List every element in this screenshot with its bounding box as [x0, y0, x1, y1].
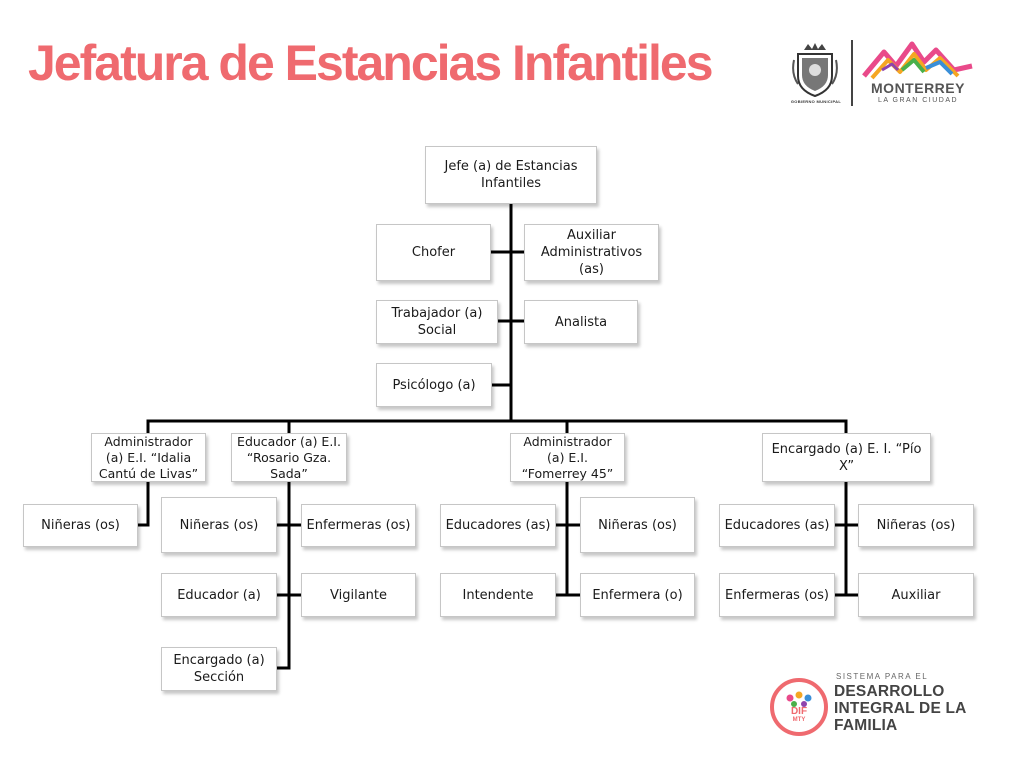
node-u1-nineras: Niñeras (os) — [23, 504, 138, 547]
node-u3-enfermera: Enfermera (o) — [580, 573, 695, 617]
dif-line-1: DESARROLLO — [834, 683, 945, 700]
dif-line-3: FAMILIA — [834, 717, 898, 734]
node-u2-nineras: Niñeras (os) — [161, 497, 277, 553]
node-u4-educadores: Educadores (as) — [719, 504, 835, 547]
node-auxiliar-administrativos: Auxiliar Administrativos (as) — [524, 224, 659, 281]
node-u3-educadores: Educadores (as) — [440, 504, 556, 547]
node-u2-enfermeras: Enfermeras (os) — [301, 504, 416, 547]
node-u4-enfermeras: Enfermeras (os) — [719, 573, 835, 617]
node-unit-idalia-cantu: Administrador (a) E.I. “Idalia Cantú de … — [91, 433, 206, 482]
municipal-seal-icon — [790, 40, 840, 110]
municipal-caption: GOBIERNO MUNICIPAL — [790, 99, 842, 104]
node-unit-rosario-gza-sada: Educador (a) E.I. “Rosario Gza. Sada” — [231, 433, 347, 482]
mountains-logo-icon — [862, 41, 973, 80]
node-jefe: Jefe (a) de Estancias Infantiles — [425, 146, 597, 204]
node-u2-vigilante: Vigilante — [301, 573, 416, 617]
family-circle-icon — [770, 678, 828, 736]
logo-separator — [851, 40, 853, 106]
node-analista: Analista — [524, 300, 638, 344]
node-u3-nineras: Niñeras (os) — [580, 497, 695, 553]
node-u3-intendente: Intendente — [440, 573, 556, 617]
page-title: Jefatura de Estancias Infantiles — [28, 35, 714, 91]
dif-prefix: SISTEMA PARA EL — [836, 672, 929, 681]
node-trabajador-social: Trabajador (a) Social — [376, 300, 498, 344]
node-u4-nineras: Niñeras (os) — [858, 504, 974, 547]
node-chofer: Chofer — [376, 224, 491, 281]
node-u2-encargado-seccion: Encargado (a) Sección — [161, 647, 277, 691]
monterrey-name: MONTERREY — [871, 80, 965, 96]
node-psicologo: Psicólogo (a) — [376, 363, 492, 407]
dif-badge: DIF — [790, 706, 808, 717]
dif-line-2: INTEGRAL DE LA — [834, 700, 967, 717]
node-u2-educador: Educador (a) — [161, 573, 277, 617]
monterrey-tagline: LA GRAN CIUDAD — [877, 97, 959, 104]
node-unit-pio-x: Encargado (a) E. I. “Pío X” — [762, 433, 931, 482]
node-unit-fomerrey-45: Administrador (a) E.I. “Fomerrey 45” — [510, 433, 625, 482]
dif-badge-sub: MTY — [792, 717, 806, 723]
node-u4-auxiliar: Auxiliar — [858, 573, 974, 617]
